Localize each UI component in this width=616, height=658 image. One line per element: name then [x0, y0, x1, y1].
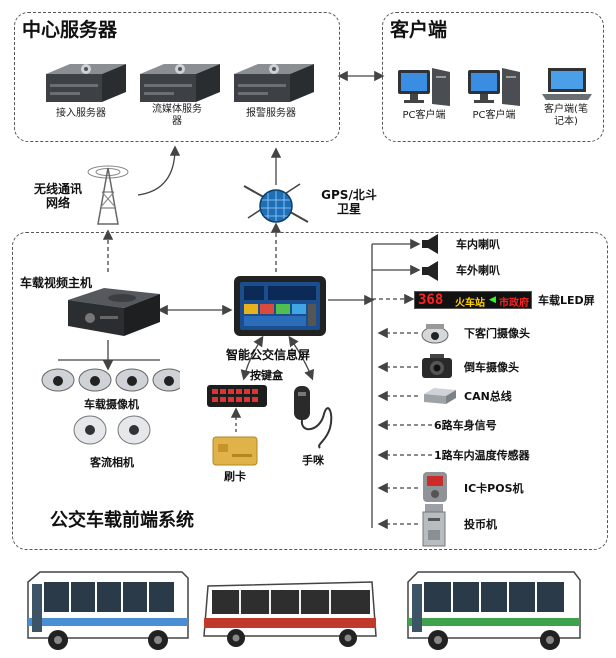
streaming-server-icon [134, 62, 222, 112]
led-station-1: 火车站 [455, 298, 485, 309]
central-server-group [14, 12, 340, 142]
pc-icon [466, 66, 522, 114]
laptop-icon [538, 64, 594, 108]
peripheral-label: 倒车摄像头 [464, 361, 519, 374]
dvr-host-icon [64, 286, 162, 346]
onboard-system-group [12, 232, 608, 550]
pos-terminal-icon [420, 470, 450, 508]
led-display-icon: 368 火车站 ◀ 市政府 [414, 291, 532, 309]
keypad-icon [206, 384, 268, 412]
handheld-mic-icon [290, 384, 338, 454]
can-bus-module-icon [422, 386, 458, 410]
led-route-number: 368 [418, 292, 444, 308]
client-label-0: PC客户端 [402, 110, 446, 121]
coin-box-icon [420, 504, 450, 552]
satellite-icon [240, 178, 312, 238]
peripheral-label: 下客门摄像头 [464, 327, 530, 340]
pc-icon [396, 66, 452, 114]
dome-camera-icon [40, 364, 186, 398]
speaker-icon [420, 261, 444, 285]
arrow-left-icon: ◀ [489, 295, 496, 305]
peripheral-label: 6路车身信号 [434, 419, 497, 432]
alarm-server-icon [228, 62, 316, 112]
peripheral-label: 车外喇叭 [456, 264, 500, 277]
speaker-icon [420, 234, 444, 258]
client-title: 客户端 [390, 19, 448, 41]
radio-tower-icon [86, 162, 130, 232]
keypad-label: 按键盒 [250, 369, 283, 382]
led-station-2: 市政府 [499, 298, 529, 309]
server-label-2: 报警服务器 [246, 108, 296, 119]
people-counter-camera-icon [72, 414, 156, 450]
server-label-0: 接入服务器 [56, 108, 106, 119]
client-group [382, 12, 604, 142]
link-wireless-server [137, 145, 181, 196]
host-label: 车载视频主机 [20, 276, 93, 290]
cameras-label: 车载摄像机 [84, 398, 139, 411]
peripheral-label: 车内喇叭 [456, 238, 500, 251]
peripheral-label: 车载LED屏 [538, 294, 595, 307]
peripheral-label: 投币机 [464, 518, 497, 531]
peripheral-label: CAN总线 [464, 390, 512, 403]
reverse-camera-icon [420, 354, 454, 384]
bus-icon [200, 576, 380, 656]
onboard-title: 公交车载前端系统 [50, 510, 194, 531]
ic-card-icon [212, 436, 258, 470]
client-label-1: PC客户端 [472, 110, 516, 121]
peripheral-label: 1路车内温度传感器 [434, 449, 530, 462]
link-screen-keypad [240, 335, 264, 381]
counter-label: 客流相机 [90, 456, 134, 469]
bus-icon [404, 566, 584, 658]
link-screen-mic [288, 335, 315, 381]
wireless-label: 无线通讯网络 [33, 182, 82, 210]
server-label-1: 流媒体服务器 [152, 104, 202, 127]
door-camera-icon [420, 322, 450, 348]
satellite-label: GPS/北斗卫星 [321, 188, 377, 216]
client-label-2: 客户端(笔记本) [544, 104, 588, 127]
mic-label: 手咪 [302, 454, 324, 467]
peripheral-label: IC卡POS机 [464, 482, 524, 495]
access-server-icon [40, 62, 128, 112]
card-label: 刷卡 [224, 470, 246, 483]
screen-label: 智能公交信息屏 [226, 348, 311, 362]
central-title: 中心服务器 [22, 19, 118, 41]
info-screen-icon [232, 274, 328, 342]
bus-icon [22, 564, 192, 658]
